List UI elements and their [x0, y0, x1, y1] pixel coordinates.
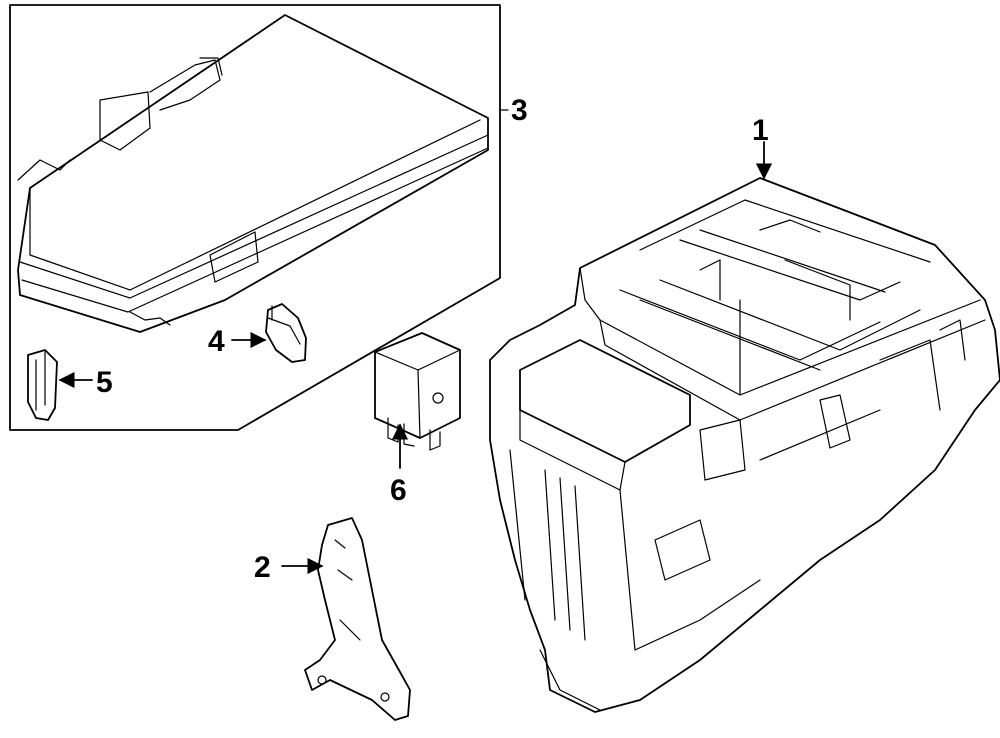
- callout-6: 6: [390, 474, 407, 507]
- fuse-puller[interactable]: [27, 349, 58, 421]
- callout-4: 4: [208, 325, 225, 358]
- callout-2: 2: [254, 551, 271, 584]
- leader-lines: [58, 141, 773, 575]
- callout-3: 3: [511, 94, 528, 127]
- mounting-bracket[interactable]: [304, 517, 411, 721]
- relay[interactable]: [374, 332, 461, 451]
- kit-frame: [9, 4, 509, 431]
- cover-clip[interactable]: [265, 303, 307, 363]
- fuse-relay-box[interactable]: [489, 177, 1000, 713]
- callout-5: 5: [96, 366, 113, 399]
- callout-1: 1: [752, 114, 769, 147]
- fuse-box-cover[interactable]: [17, 14, 489, 333]
